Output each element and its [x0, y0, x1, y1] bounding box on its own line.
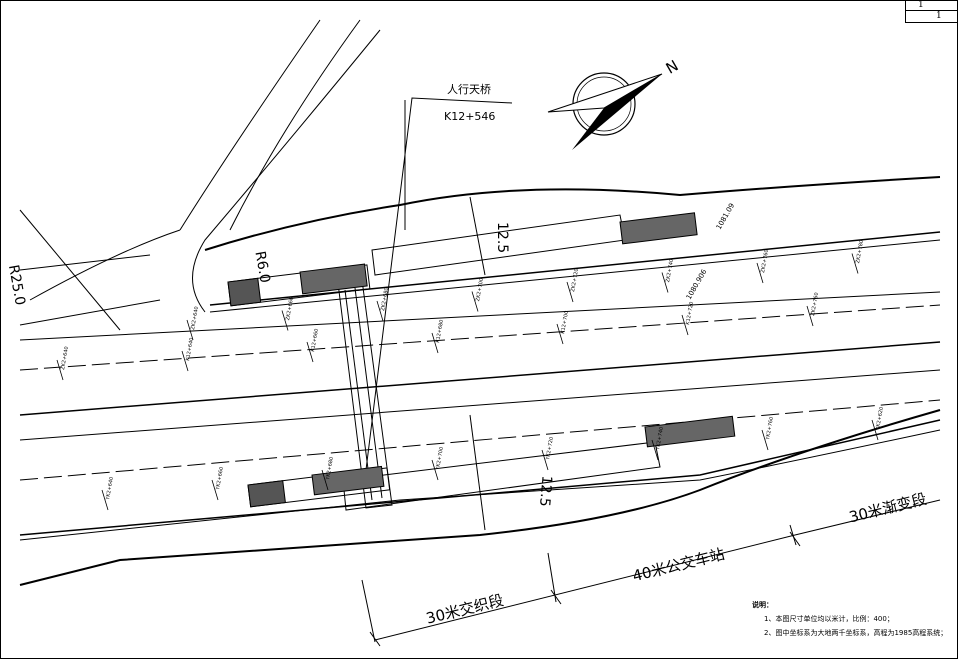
main-road [19, 176, 941, 586]
notes-line-2: 2、图中坐标系为大地两千坐标系，高程为1985高程系统； [764, 629, 948, 637]
notes-line-1: 1、本图尺寸单位均以米计，比例：400； [764, 615, 894, 623]
station-label: YK2+700 [435, 446, 445, 471]
station-label: YK2+680 [325, 456, 335, 481]
station-tick [851, 253, 859, 274]
station-tick [681, 314, 689, 336]
station-label: ZK2+720 [570, 268, 580, 292]
bottom-platform [247, 414, 736, 531]
station-tick [651, 439, 659, 461]
segment-taper-label: 30米渐变段 [847, 490, 928, 527]
station-label: K12+640 [185, 337, 195, 361]
station-tick [211, 479, 219, 501]
bridge-title: 人行天桥 [447, 83, 491, 96]
station-tick [556, 323, 564, 345]
station-tick [806, 305, 814, 327]
segment-dimension [361, 499, 941, 647]
north-arrow-icon [547, 72, 663, 150]
station-tick [101, 489, 109, 511]
notes-block: 说明： 1、本图尺寸单位均以米计，比例：400； 2、图中坐标系为大地两千坐标系… [752, 598, 947, 640]
station-label: YK2+740 [655, 426, 665, 451]
station-tick [281, 310, 289, 331]
station-label: YK2+720 [545, 436, 555, 461]
width-top-label: 12.5 [494, 222, 510, 253]
station-label: ZK2+760 [810, 292, 820, 316]
station-tick [376, 300, 384, 322]
bridge-station: K12+546 [444, 110, 495, 123]
station-tick [56, 359, 64, 381]
sheet-total: 1 [936, 11, 942, 21]
station-tick [756, 262, 764, 284]
station-label: ZK2+780 [855, 240, 865, 264]
station-label: ZK2+760 [760, 249, 770, 273]
sheet-number-block: 1 1 [905, 0, 958, 23]
station-label: YK2+760 [765, 416, 775, 441]
station-tick [186, 319, 194, 341]
station-label: YK2+660 [215, 466, 225, 491]
station-label: YK2+640 [105, 476, 115, 501]
station-tick [541, 449, 549, 471]
notes-title: 说明： [752, 601, 773, 609]
segment-weave-label: 30米交织段 [424, 591, 505, 628]
station-label: ZK2+660 [285, 297, 295, 321]
station-label: ZK2+680 [380, 287, 390, 311]
north-label: N [663, 56, 682, 77]
side-road [19, 19, 381, 331]
station-tick [661, 272, 669, 293]
station-tick [431, 459, 439, 481]
station-tick [306, 341, 314, 363]
station-tick [761, 429, 769, 451]
bridge-leader [364, 97, 513, 479]
segment-bus-label: 40米公交车站 [631, 545, 727, 585]
elevation-label-2: 1080.906 [685, 268, 709, 301]
top-platform [227, 196, 698, 307]
station-label: ZK2+700 [475, 278, 485, 302]
radius-r6-label: R6.0 [251, 250, 272, 284]
station-tick [566, 281, 574, 303]
sheet-page: 1 [918, 0, 924, 10]
station-label: K12+700 [560, 310, 570, 334]
width-bottom-label: 12.5 [536, 475, 555, 507]
station-label: ZK2+640 [60, 346, 70, 370]
station-label: YK2+620 [875, 406, 885, 431]
station-label: ZK2+740 [665, 259, 675, 283]
station-tick [871, 419, 879, 441]
radius-r25-label: R25.0 [5, 264, 28, 307]
station-tick [321, 469, 329, 491]
station-label: K12+660 [310, 328, 320, 352]
station-tick [181, 350, 189, 372]
elevation-label-1: 1081.09 [715, 202, 736, 231]
station-label: K12+720 [685, 301, 695, 325]
station-label: ZK2+640 [190, 306, 200, 330]
station-tick [431, 332, 439, 354]
station-tick [471, 291, 479, 312]
station-label: K12+680 [435, 319, 445, 343]
